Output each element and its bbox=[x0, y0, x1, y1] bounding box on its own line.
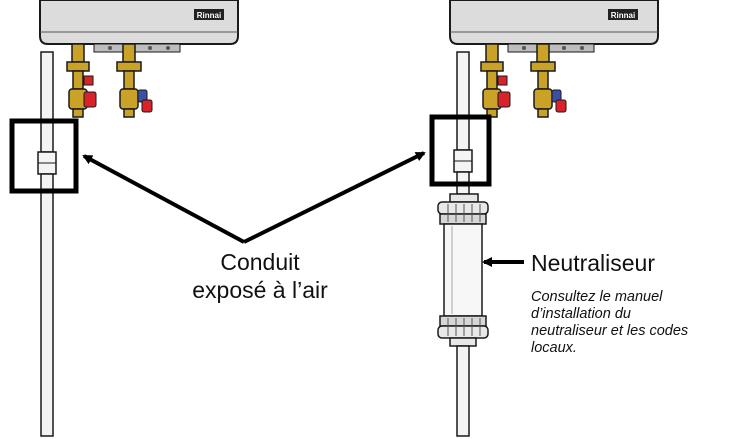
valve-assembly-right-2 bbox=[530, 43, 567, 118]
neutralizer-label: Neutraliseur bbox=[531, 250, 655, 276]
water-heater-left: Rinnai bbox=[39, 0, 239, 53]
note-line2: d’installation du bbox=[531, 306, 631, 322]
installation-note: Consultez le manuel d’installation du ne… bbox=[531, 289, 731, 357]
highlight-box-left bbox=[9, 118, 79, 194]
condensate-pipe-right bbox=[453, 51, 473, 195]
note-line4: locaux. bbox=[531, 340, 577, 356]
conduit-label-line1: Conduit bbox=[220, 249, 300, 275]
conduit-label: Conduit exposé à l’air bbox=[160, 248, 360, 304]
brand-logo-right: Rinnai bbox=[611, 11, 635, 20]
valve-assembly-right-1 bbox=[480, 43, 511, 118]
arrow-to-left-box bbox=[82, 154, 245, 244]
water-heater-right: Rinnai bbox=[449, 0, 659, 53]
highlight-box-right bbox=[429, 114, 492, 187]
brand-logo-left: Rinnai bbox=[197, 11, 221, 20]
note-line1: Consultez le manuel bbox=[531, 289, 663, 305]
neutralizer-cylinder bbox=[437, 193, 489, 347]
conduit-label-line2: exposé à l’air bbox=[192, 277, 328, 303]
drain-pipe-right bbox=[456, 345, 470, 437]
valve-assembly-left-1 bbox=[66, 43, 97, 118]
arrow-to-right-box bbox=[243, 151, 426, 244]
condensate-pipe-left bbox=[37, 51, 57, 437]
valve-assembly-left-2 bbox=[116, 43, 153, 118]
note-line3: neutraliseur et les codes bbox=[531, 323, 689, 339]
